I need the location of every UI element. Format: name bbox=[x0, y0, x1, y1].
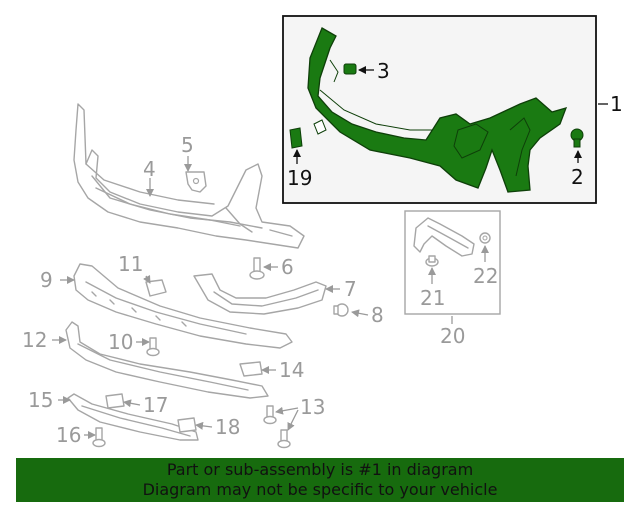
part-19-bracket[interactable] bbox=[289, 127, 303, 149]
callout-22: 22 bbox=[473, 264, 498, 288]
callout-19: 19 bbox=[287, 166, 312, 190]
callout-8: 8 bbox=[371, 303, 384, 327]
part-15-lower-trim[interactable] bbox=[67, 393, 199, 441]
leader-18 bbox=[195, 421, 213, 430]
part-17-clip[interactable] bbox=[105, 393, 125, 409]
callout-21: 21 bbox=[420, 286, 445, 310]
banner-line-2: Diagram may not be specific to your vehi… bbox=[142, 480, 498, 499]
callout-18: 18 bbox=[215, 415, 240, 439]
leader-8 bbox=[351, 309, 369, 318]
banner-line-1: Part or sub-assembly is #1 in diagram bbox=[166, 460, 474, 479]
part-20-bracket[interactable] bbox=[413, 217, 475, 257]
part-6-screw[interactable] bbox=[249, 257, 265, 280]
callout-16: 16 bbox=[56, 423, 81, 447]
part-10-screw[interactable] bbox=[146, 337, 160, 357]
callout-15: 15 bbox=[28, 388, 53, 412]
part-4-upper-bumper[interactable] bbox=[73, 103, 305, 249]
part-12-lower-strip[interactable] bbox=[65, 321, 269, 399]
leader-13b bbox=[287, 409, 299, 431]
callout-11: 11 bbox=[118, 252, 143, 276]
part-18-clip[interactable] bbox=[177, 417, 197, 433]
callout-13: 13 bbox=[300, 395, 325, 419]
callout-2: 2 bbox=[571, 165, 584, 189]
part-22-nut[interactable] bbox=[479, 232, 491, 244]
callout-10: 10 bbox=[108, 330, 133, 354]
callout-1: 1 bbox=[610, 92, 623, 116]
part-11-bracket[interactable] bbox=[145, 279, 167, 297]
callout-17: 17 bbox=[143, 393, 168, 417]
part-7-trim-strip[interactable] bbox=[193, 273, 327, 315]
info-banner: Part or sub-assembly is #1 in diagram Di… bbox=[16, 458, 624, 502]
part-5-bracket[interactable] bbox=[185, 171, 207, 193]
callout-9: 9 bbox=[40, 268, 53, 292]
part-8-clip[interactable] bbox=[333, 303, 349, 317]
leader-17 bbox=[123, 399, 141, 408]
part-21-screw[interactable] bbox=[425, 255, 439, 267]
part-9-absorber[interactable] bbox=[73, 263, 293, 349]
leader-11 bbox=[143, 274, 151, 284]
part-14-clip[interactable] bbox=[239, 361, 263, 377]
callout-20: 20 bbox=[440, 324, 465, 348]
part-1-bumper-cover[interactable] bbox=[307, 27, 568, 193]
callout-3: 3 bbox=[377, 59, 390, 83]
callout-4: 4 bbox=[143, 157, 156, 181]
callout-6: 6 bbox=[281, 255, 294, 279]
callout-5: 5 bbox=[181, 133, 194, 157]
part-16-screw[interactable] bbox=[92, 427, 106, 448]
callout-12: 12 bbox=[22, 328, 47, 352]
part-13-screws[interactable] bbox=[263, 405, 291, 449]
part-3-clip[interactable] bbox=[343, 63, 357, 75]
callout-14: 14 bbox=[279, 358, 304, 382]
callout-7: 7 bbox=[344, 277, 357, 301]
leader-13a bbox=[275, 406, 299, 415]
part-2-bolt[interactable] bbox=[570, 128, 584, 148]
